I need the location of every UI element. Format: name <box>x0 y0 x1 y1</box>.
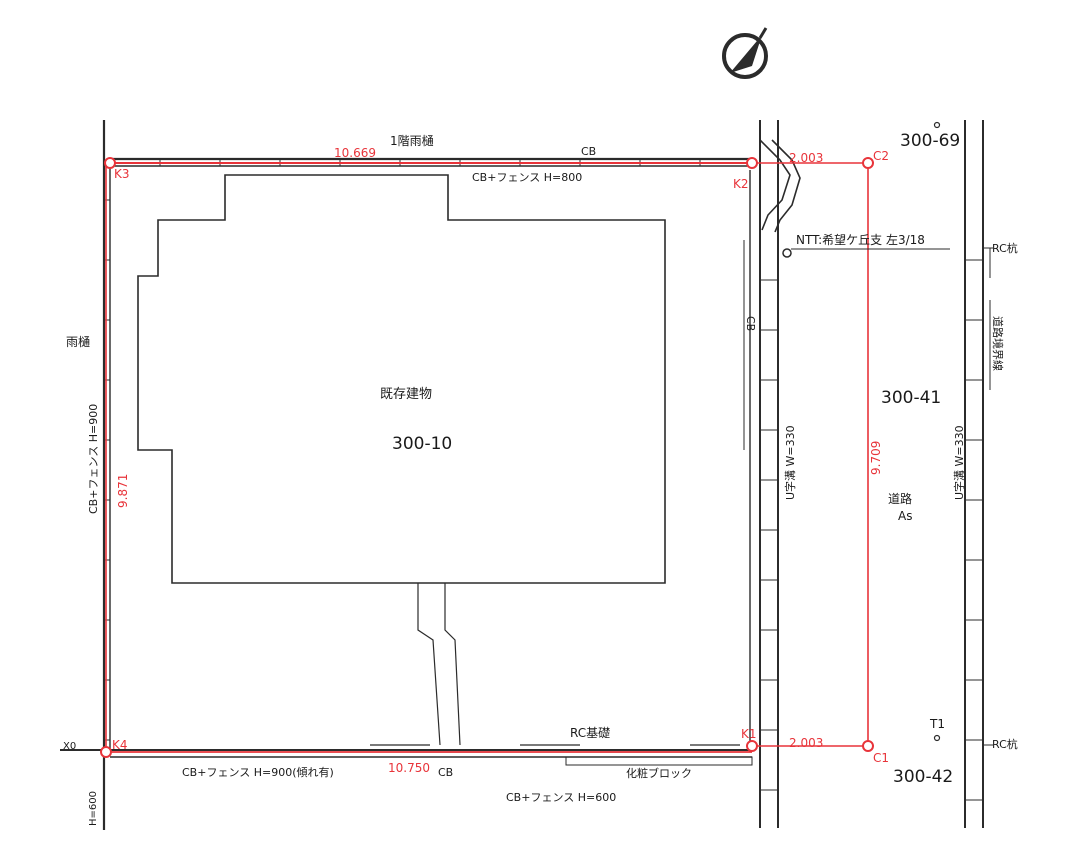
label-road-ditch: U字溝 W=330 <box>952 425 966 500</box>
road-label: 道路 <box>888 491 912 506</box>
label-makeup-block: 化粧ブロック <box>626 766 692 780</box>
label-north-fence: CB+フェンス H=800 <box>472 171 582 184</box>
point-k3-marker <box>104 157 116 169</box>
label-east-ditch: U字溝 W=330 <box>783 425 797 500</box>
neighbor-se: 300-42 <box>893 767 953 787</box>
point-c2-marker <box>862 157 874 169</box>
rc-pile-leaders <box>983 247 993 746</box>
dim-south-edge: 10.750 <box>388 761 430 775</box>
label-rc-pile-top: RC杭 <box>992 241 1018 255</box>
point-t1-label: T1 <box>929 717 945 731</box>
point-k1-marker <box>746 740 758 752</box>
point-k3-label: K3 <box>114 167 130 181</box>
dim-west-edge: 9.871 <box>116 474 130 508</box>
west-boundary-wall <box>102 120 111 830</box>
label-south-cb: CB <box>438 766 453 779</box>
building-footprint <box>137 174 666 584</box>
survey-boundary <box>105 162 869 753</box>
building-label: 既存建物 <box>380 387 432 402</box>
point-k4-label: K4 <box>112 738 128 752</box>
label-edge-left-x: X0 <box>63 741 76 752</box>
point-k1-label: K1 <box>741 727 757 741</box>
point-c2-label: C2 <box>873 149 889 163</box>
ne-marker <box>933 121 941 129</box>
label-ntt-pole: NTT:希望ケ丘支 左3/18 <box>796 232 925 247</box>
point-k4-marker <box>100 746 112 758</box>
dim-offset-bottom: 2.003 <box>789 736 823 750</box>
east-boundary-wall <box>743 170 751 748</box>
road-u-ditch <box>964 120 984 828</box>
label-north-cb: CB <box>581 145 596 158</box>
label-rc-pile-bottom: RC杭 <box>992 737 1018 751</box>
label-road-boundary: 道路境界線 <box>991 316 1005 371</box>
neighbor-ne: 300-69 <box>900 131 960 151</box>
label-eaves: 1階雨樋 <box>390 133 434 148</box>
ntt-pole-marker <box>782 248 792 258</box>
label-west-fence: CB+フェンス H=900 <box>87 404 100 514</box>
north-arrow-icon <box>722 27 768 79</box>
neighbor-east: 300-41 <box>881 388 941 408</box>
point-t1-marker <box>933 734 941 742</box>
label-south-fence: CB+フェンス H=900(傾れ有) <box>182 765 334 779</box>
building-annex <box>417 583 461 746</box>
road-surface: As <box>898 509 912 523</box>
dim-north-edge: 10.669 <box>334 146 376 160</box>
point-k2-label: K2 <box>733 177 749 191</box>
point-c1-marker <box>862 740 874 752</box>
dim-road-width: 9.709 <box>869 441 883 475</box>
lot-number: 300-10 <box>392 434 452 454</box>
label-rc-foundation: RC基礎 <box>570 726 610 740</box>
east-u-ditch <box>759 120 801 828</box>
label-edge-left-bottom: H=600 <box>88 791 99 826</box>
label-east-cb: CB <box>744 316 757 331</box>
label-south-fence2: CB+フェンス H=600 <box>506 791 616 804</box>
point-k2-marker <box>746 157 758 169</box>
point-c1-label: C1 <box>873 751 889 765</box>
label-west-eaves: 雨樋 <box>66 334 90 349</box>
dim-offset-top: 2.003 <box>789 151 823 165</box>
